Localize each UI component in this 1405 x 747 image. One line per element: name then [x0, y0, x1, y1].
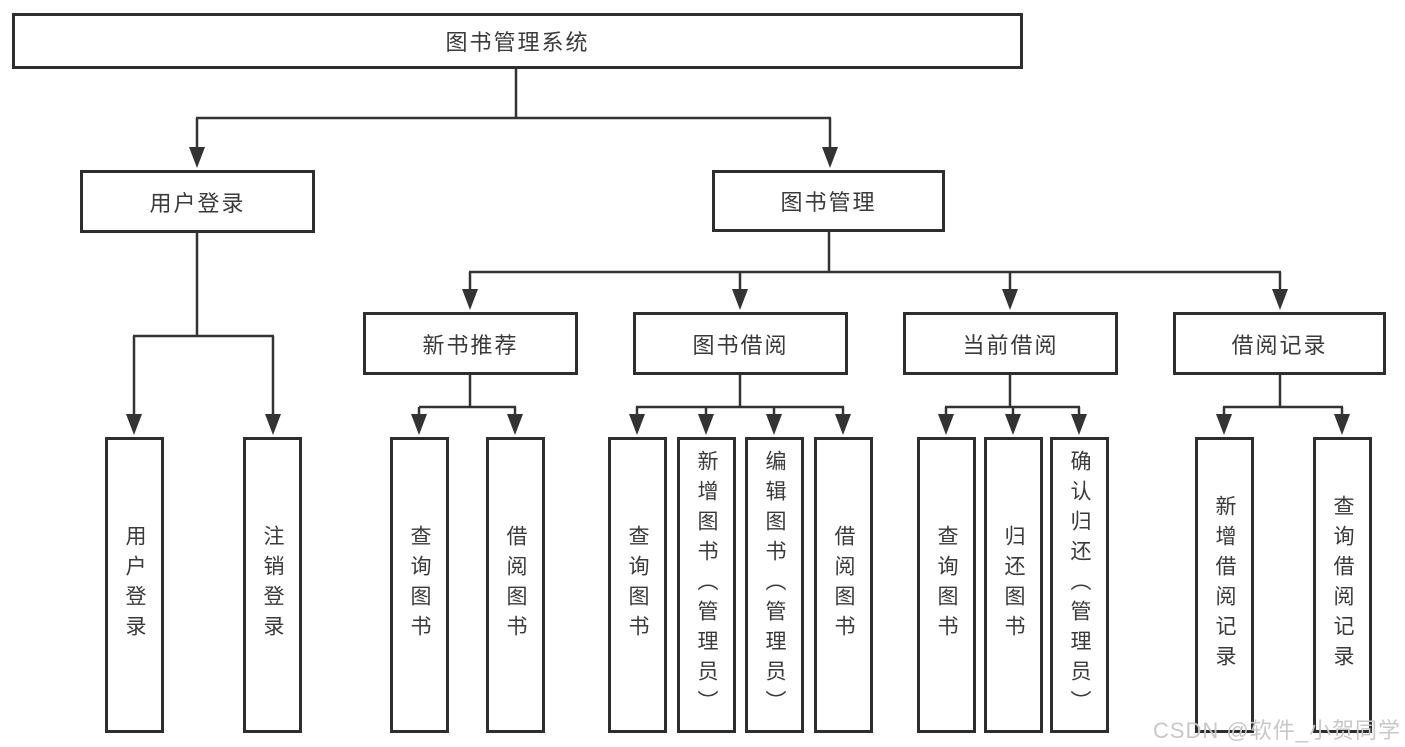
node-book-management: 图书管理 — [712, 170, 945, 232]
node-new-book-recommend: 新书推荐 — [363, 312, 578, 375]
arrowhead-icons — [126, 147, 1350, 435]
watermark: CSDN @软件_小贺同学 — [1152, 718, 1401, 743]
leaf-edit-book-admin: 编辑图书（管理员） — [745, 437, 804, 733]
leaf-query-books-recommend: 查询图书 — [390, 437, 449, 733]
leaf-borrow-books: 借阅图书 — [814, 437, 873, 733]
leaf-query-books-borrow: 查询图书 — [608, 437, 667, 733]
leaf-query-books-current: 查询图书 — [917, 437, 976, 733]
leaf-confirm-return-admin: 确认归还（管理员） — [1050, 437, 1109, 733]
connector-paths — [132, 69, 1344, 420]
node-library-system: 图书管理系统 — [12, 13, 1023, 69]
leaf-borrow-books-recommend: 借阅图书 — [486, 437, 545, 733]
node-borrow-records: 借阅记录 — [1173, 312, 1386, 375]
leaf-return-books: 归还图书 — [984, 437, 1043, 733]
leaf-query-borrow-record: 查询借阅记录 — [1313, 437, 1372, 733]
node-user-login: 用户登录 — [80, 170, 315, 233]
leaf-user-login: 用户登录 — [105, 437, 164, 733]
node-current-borrowing: 当前借阅 — [903, 312, 1118, 375]
leaf-add-book-admin: 新增图书（管理员） — [677, 437, 736, 733]
node-book-borrowing: 图书借阅 — [633, 312, 848, 375]
leaf-logout: 注销登录 — [243, 437, 302, 733]
leaf-add-borrow-record: 新增借阅记录 — [1195, 437, 1254, 733]
